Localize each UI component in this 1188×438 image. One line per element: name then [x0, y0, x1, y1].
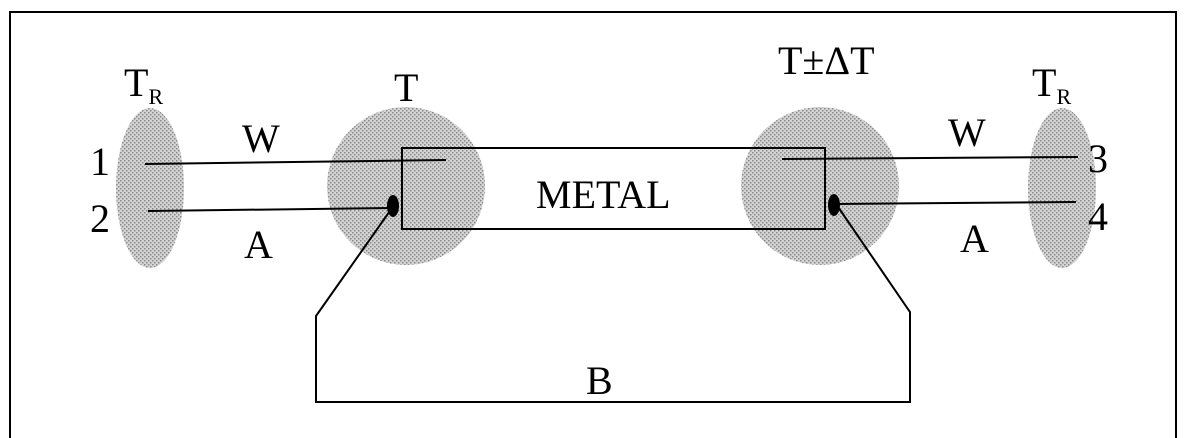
wire-left-bottom — [147, 207, 393, 212]
right-junction-region — [741, 107, 899, 265]
metal-label: METAL — [536, 172, 671, 217]
wire-right-bottom — [835, 201, 1077, 205]
right-junction-dot — [828, 194, 840, 216]
left-junction-region — [327, 107, 485, 265]
right-reservoir-bath — [1028, 108, 1096, 268]
left-reservoir-bath — [116, 108, 184, 268]
diagram-frame — [9, 11, 1177, 438]
right-bath-label: TR — [1032, 60, 1071, 109]
metal-sample-box — [401, 147, 826, 230]
wire-a-right-label: A — [960, 216, 989, 261]
left-junction-temp-label: T — [394, 65, 418, 110]
right-junction-temp-label: T±ΔT — [778, 38, 875, 83]
terminal-4-label: 4 — [1088, 194, 1108, 239]
left-bath-label: TR — [124, 60, 163, 109]
left-bath-subscript: R — [148, 84, 163, 109]
wire-w-left-label: W — [242, 116, 280, 161]
right-bath-subscript: R — [1056, 84, 1071, 109]
left-junction-dot — [387, 195, 399, 217]
terminal-1-label: 1 — [90, 139, 110, 184]
wire-a-left-label: A — [244, 222, 273, 267]
wire-w-right-label: W — [948, 110, 986, 155]
wire-b-label: B — [586, 358, 613, 403]
wire-right-top — [781, 156, 1079, 160]
wire-left-top — [144, 159, 447, 165]
terminal-2-label: 2 — [90, 196, 110, 241]
wire-loop-b — [315, 203, 911, 403]
terminal-3-label: 3 — [1088, 136, 1108, 181]
